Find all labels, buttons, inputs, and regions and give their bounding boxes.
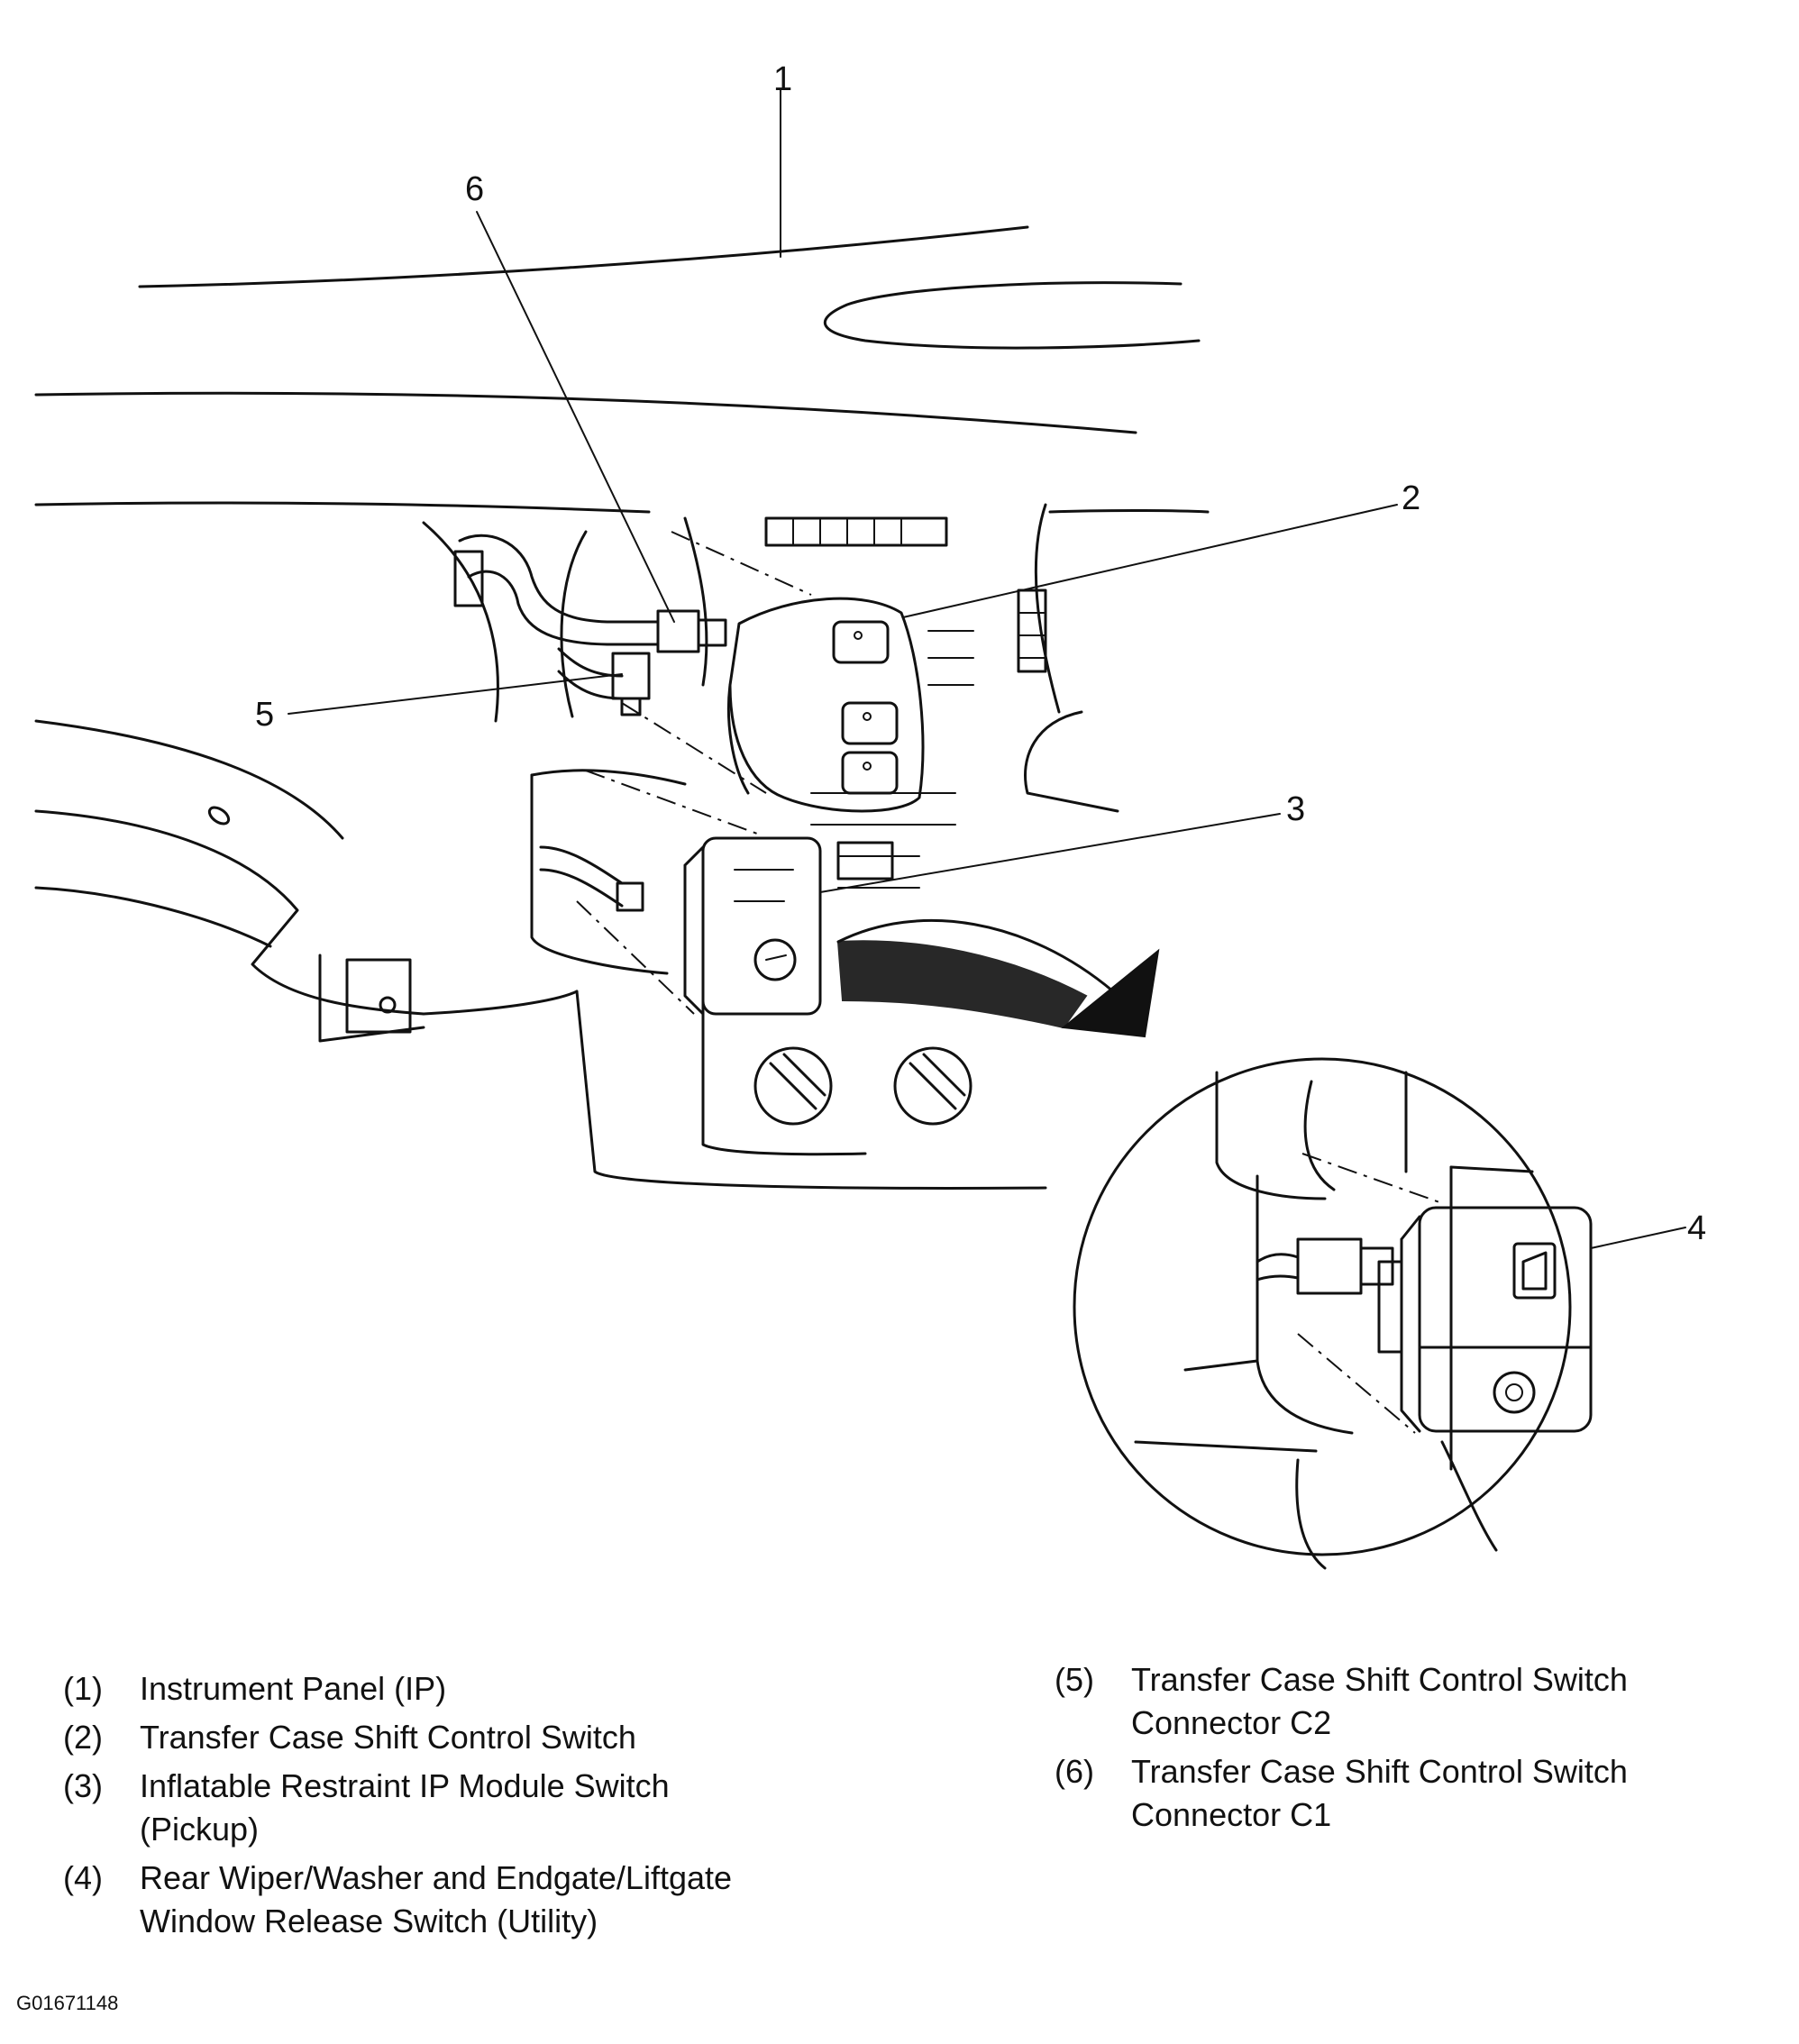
callout-5: 5 bbox=[255, 696, 274, 734]
legend-item-5: (5) Transfer Case Shift Control Switch C… bbox=[1055, 1658, 1776, 1745]
callout-3: 3 bbox=[1286, 790, 1305, 828]
connector-c2 bbox=[611, 652, 651, 716]
instrument-panel-outline bbox=[34, 225, 1210, 1190]
figure-id: G01671148 bbox=[16, 1992, 119, 2014]
legend-item-1: (1) Instrument Panel (IP) bbox=[63, 1667, 874, 1711]
legend-number: (2) bbox=[63, 1719, 103, 1756]
legend-number: (6) bbox=[1055, 1753, 1094, 1790]
legend-item-4: (4) Rear Wiper/Washer and Endgate/Liftga… bbox=[63, 1857, 874, 1943]
legend-text: Transfer Case Shift Control Switch bbox=[140, 1719, 636, 1756]
legend-text: Instrument Panel (IP) bbox=[140, 1670, 447, 1707]
inflatable-restraint-switch bbox=[576, 770, 822, 1016]
legend-text: Rear Wiper/Washer and Endgate/Liftgate W… bbox=[140, 1859, 733, 1939]
wiring-harness bbox=[453, 534, 660, 908]
legend-right: (5) Transfer Case Shift Control Switch C… bbox=[1055, 1658, 1776, 1842]
legend-item-2: (2) Transfer Case Shift Control Switch bbox=[63, 1716, 874, 1759]
legend-number: (5) bbox=[1055, 1661, 1094, 1698]
legend-item-6: (6) Transfer Case Shift Control Switch C… bbox=[1055, 1750, 1776, 1837]
connector-c1 bbox=[656, 609, 727, 653]
transfer-case-switch bbox=[621, 531, 925, 813]
legend-text: Inflatable Restraint IP Module Switch (P… bbox=[140, 1767, 670, 1848]
legend-number: (1) bbox=[63, 1670, 103, 1707]
callout-1: 1 bbox=[773, 60, 792, 98]
legend-left: (1) Instrument Panel (IP) (2) Transfer C… bbox=[63, 1667, 874, 1948]
callout-6: 6 bbox=[465, 170, 484, 208]
legend-number: (4) bbox=[63, 1859, 103, 1896]
callout-2: 2 bbox=[1402, 479, 1420, 517]
legend-text: Transfer Case Shift Control Switch Conne… bbox=[1131, 1661, 1628, 1741]
detail-arrow bbox=[836, 918, 1160, 1038]
leader-lines bbox=[288, 89, 1686, 1249]
legend-text: Transfer Case Shift Control Switch Conne… bbox=[1131, 1753, 1628, 1833]
detail-inset bbox=[1073, 1057, 1593, 1570]
callout-4: 4 bbox=[1687, 1209, 1706, 1247]
legend-item-3: (3) Inflatable Restraint IP Module Switc… bbox=[63, 1765, 874, 1851]
legend-number: (3) bbox=[63, 1767, 103, 1804]
